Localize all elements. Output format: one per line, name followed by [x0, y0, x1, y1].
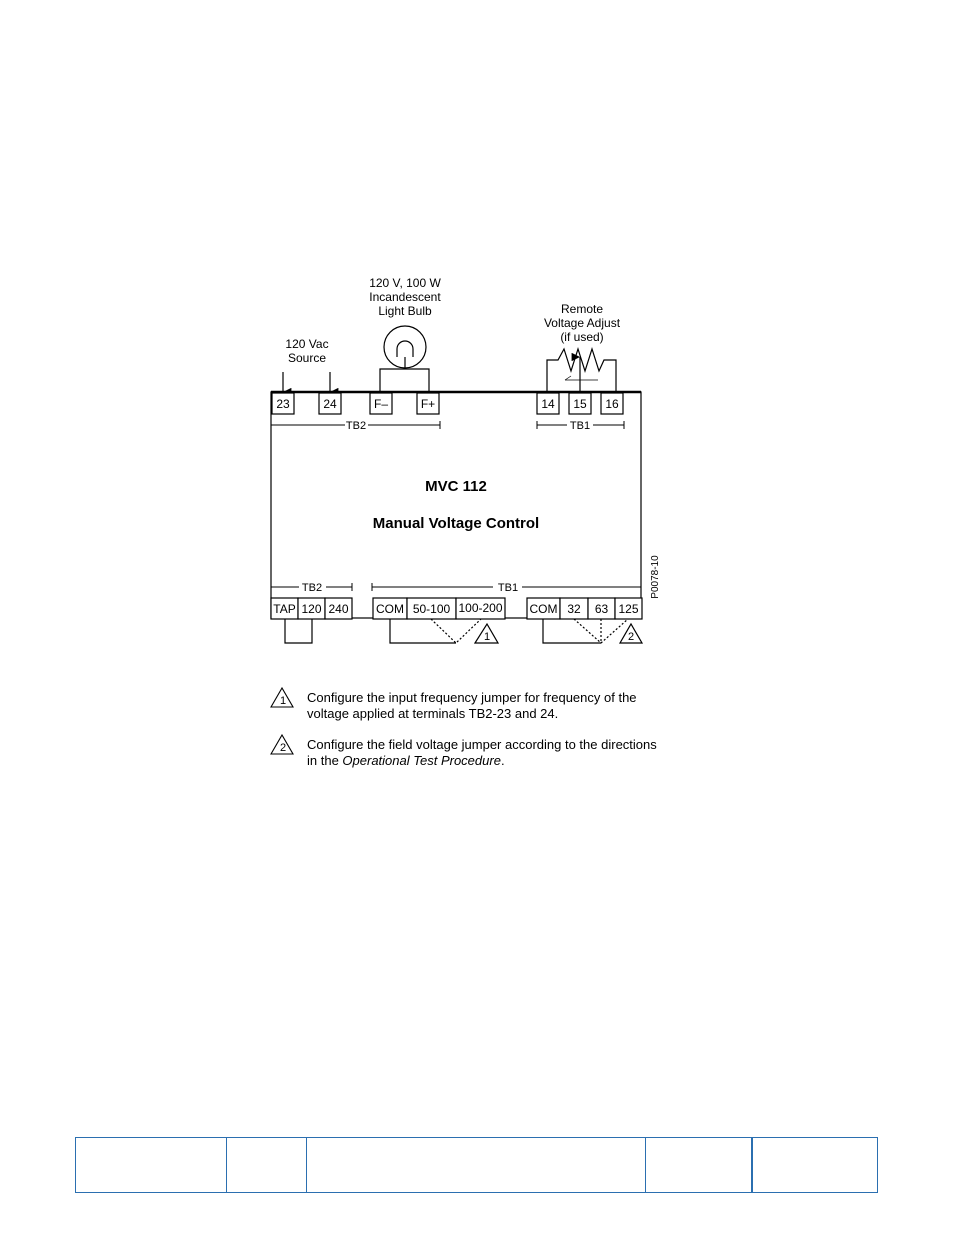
bottom-tb2-bracket: TB2	[271, 582, 353, 594]
frequency-jumper	[389, 618, 482, 644]
terminal-16: 16	[600, 392, 624, 415]
svg-text:TB1: TB1	[498, 582, 518, 594]
svg-text:120 V, 100 W: 120 V, 100 W	[369, 276, 441, 290]
svg-text:15: 15	[573, 397, 587, 411]
svg-text:23: 23	[276, 397, 290, 411]
svg-text:(if used): (if used)	[560, 330, 603, 344]
terminal-tap: TAP	[270, 597, 299, 620]
note-1-line-1: Configure the input frequency jumper for…	[307, 690, 637, 705]
svg-text:F–: F–	[374, 397, 388, 411]
svg-text:Light Bulb: Light Bulb	[378, 304, 432, 318]
svg-text:50-100: 50-100	[413, 602, 451, 616]
field-voltage-jumper	[542, 618, 629, 644]
bottom-tb1-bracket: TB1	[371, 582, 641, 594]
voltage-tap-jumper	[284, 619, 313, 644]
note-2-prefix: in the	[307, 753, 343, 768]
note-2-triangle-icon: 2	[270, 734, 294, 755]
svg-text:240: 240	[328, 602, 348, 616]
svg-text:1: 1	[484, 631, 490, 643]
terminal-120: 120	[297, 597, 326, 620]
svg-text:120 Vac: 120 Vac	[285, 337, 328, 351]
terminal-f-plus: F+	[416, 392, 440, 415]
terminal-com-frequency: COM	[372, 597, 408, 620]
top-tb2-bracket: TB2	[271, 420, 441, 432]
svg-text:Remote: Remote	[561, 302, 603, 316]
svg-text:COM: COM	[530, 602, 558, 616]
remote-adjust-label: Remote Voltage Adjust (if used)	[544, 302, 621, 344]
terminal-50-100: 50-100	[406, 597, 457, 620]
terminal-15: 15	[568, 392, 592, 415]
part-number: P0078-10	[650, 555, 661, 599]
footer-cell-1	[75, 1137, 227, 1193]
svg-text:TAP: TAP	[273, 602, 295, 616]
svg-text:Source: Source	[288, 351, 326, 365]
terminal-63: 63	[587, 597, 616, 620]
svg-text:2: 2	[628, 631, 634, 643]
note-1-triangle-icon: 1	[270, 687, 294, 708]
footer-cell-4	[645, 1137, 753, 1193]
svg-text:125: 125	[618, 602, 638, 616]
svg-text:14: 14	[541, 397, 555, 411]
footer-cell-3	[306, 1137, 646, 1193]
terminal-240: 240	[324, 597, 353, 620]
device-name: MVC 112	[425, 478, 487, 495]
svg-text:32: 32	[567, 602, 581, 616]
callout-1-icon: 1	[473, 622, 500, 644]
svg-text:120: 120	[301, 602, 321, 616]
device-description: Manual Voltage Control	[373, 515, 539, 532]
source-label: 120 Vac Source	[285, 337, 328, 365]
terminal-32: 32	[559, 597, 589, 620]
svg-text:F+: F+	[421, 397, 435, 411]
svg-text:63: 63	[595, 602, 609, 616]
svg-text:Incandescent: Incandescent	[369, 290, 441, 304]
note-2-line-1: Configure the field voltage jumper accor…	[307, 737, 657, 752]
svg-text:2: 2	[280, 742, 286, 754]
svg-text:TB2: TB2	[346, 420, 366, 432]
footer-cell-2	[226, 1137, 307, 1193]
note-2-line-2: in the Operational Test Procedure.	[307, 753, 710, 769]
callout-2-icon: 2	[618, 622, 644, 644]
light-bulb-icon	[379, 325, 430, 392]
diagram-notes: 1 Configure the input frequency jumper f…	[270, 687, 710, 784]
svg-text:100-200: 100-200	[458, 601, 502, 615]
terminal-100-200: 100-200	[455, 597, 506, 620]
svg-text:1: 1	[280, 695, 286, 707]
note-2-suffix: .	[500, 753, 505, 768]
potentiometer-icon	[546, 347, 617, 392]
svg-text:24: 24	[323, 397, 337, 411]
terminal-com-field: COM	[526, 597, 561, 620]
terminal-f-minus: F–	[369, 392, 393, 415]
operational-test-procedure-ref: Operational Test Procedure	[342, 753, 501, 768]
footer-table	[75, 1137, 878, 1193]
svg-text:TB1: TB1	[570, 420, 590, 432]
svg-text:COM: COM	[376, 602, 404, 616]
note-1: 1 Configure the input frequency jumper f…	[270, 687, 710, 722]
terminal-14: 14	[536, 392, 560, 415]
footer-cell-5	[751, 1137, 878, 1193]
svg-text:16: 16	[605, 397, 619, 411]
note-1-line-2: voltage applied at terminals TB2-23 and …	[307, 706, 559, 721]
svg-text:Voltage Adjust: Voltage Adjust	[544, 316, 621, 330]
top-tb1-bracket: TB1	[536, 420, 625, 432]
terminal-24: 24	[318, 392, 342, 415]
note-2: 2 Configure the field voltage jumper acc…	[270, 734, 710, 769]
terminal-125: 125	[614, 597, 643, 620]
terminal-23: 23	[271, 392, 295, 415]
bulb-label: 120 V, 100 W Incandescent Light Bulb	[369, 276, 441, 318]
svg-text:TB2: TB2	[302, 582, 322, 594]
